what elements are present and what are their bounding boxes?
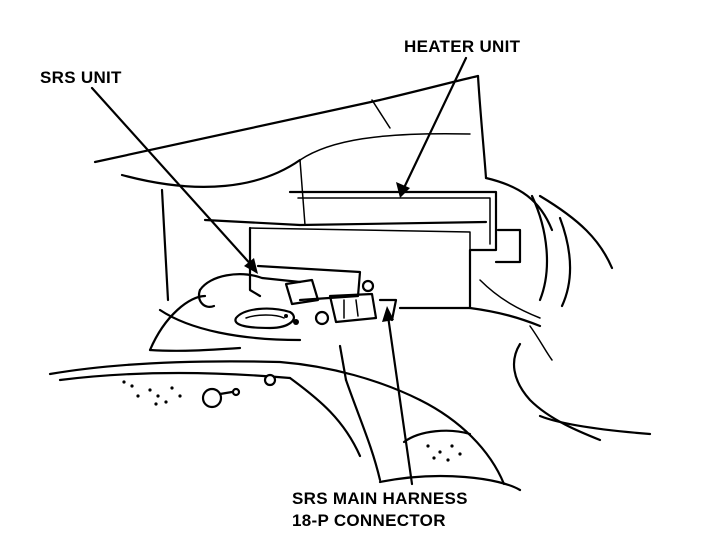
heater-unit [248,176,614,328]
srs-main-harness-label: SRS MAIN HARNESS [292,489,468,508]
connector-label: 18-P CONNECTOR [292,511,446,530]
leader-harness-connector [382,306,414,486]
srs-unit-label: SRS UNIT [40,68,122,87]
lower-console [48,294,652,492]
dashboard-outline [93,74,488,302]
heater-unit-label: HEATER UNIT [404,37,521,56]
srs-unit [197,264,398,330]
leader-srs-unit [90,86,258,274]
leader-heater-unit [396,56,468,198]
